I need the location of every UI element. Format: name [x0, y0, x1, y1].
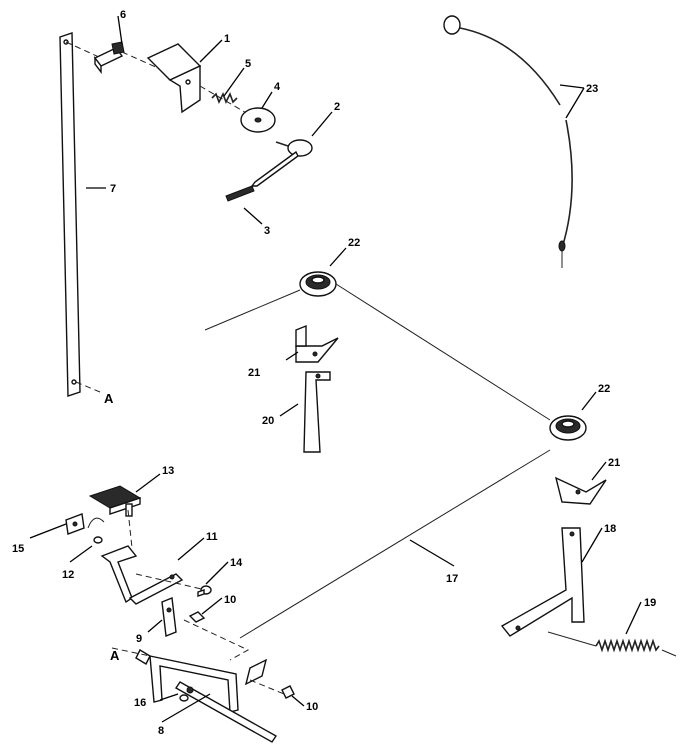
callout-14: 14: [230, 557, 243, 569]
part-14-bolt: [197, 585, 212, 597]
wire-left: [204, 289, 301, 331]
callout-12: 12: [62, 569, 74, 581]
callout-13: 13: [162, 465, 174, 477]
part-22-pulley-top: [299, 271, 337, 297]
callout-16: 16: [134, 697, 146, 709]
leader-lines: [29, 15, 642, 723]
alignment-dash-A-bottom: [111, 647, 151, 657]
callout-10-upper: 10: [224, 594, 236, 606]
wire-diagonal: [335, 283, 551, 421]
callout-15: 15: [12, 543, 24, 555]
part-19-spring: [547, 631, 677, 657]
alignment-dash-13-11: [127, 509, 133, 549]
part-2-knob-rod: [250, 139, 313, 187]
alignment-dash-9-8: [183, 619, 250, 661]
callout-1: 1: [224, 33, 230, 45]
part-8-base: [135, 649, 278, 743]
part-6-block: [93, 41, 125, 75]
callout-23: 23: [586, 83, 598, 95]
part-23-cable: [443, 15, 573, 268]
part-9-bracket: [161, 597, 177, 637]
alignment-dash-8-10: [249, 679, 285, 695]
alignment-dash-6-1: [121, 51, 159, 69]
callout-2: 2: [334, 101, 340, 113]
part-11-lever: [100, 545, 184, 605]
callout-21-top: 21: [248, 367, 260, 379]
callout-11: 11: [206, 531, 218, 543]
part-15-plate: [65, 513, 85, 535]
callout-9: 9: [136, 633, 142, 645]
part-21-bracket-bottom: [554, 476, 607, 505]
part-21-bracket-top: [295, 324, 339, 363]
callout-7: 7: [110, 183, 116, 195]
reference-A-bottom: A: [110, 648, 120, 663]
callout-20: 20: [262, 415, 274, 427]
callout-18: 18: [604, 523, 616, 535]
part-22-pulley-bottom: [549, 415, 587, 441]
callout-5: 5: [245, 58, 251, 70]
part-1-bracket: [146, 43, 202, 114]
alignment-dash-11-14: [135, 573, 207, 591]
callout-3: 3: [264, 225, 270, 237]
part-4-washer: [240, 107, 276, 133]
alignment-dash-A-top: [75, 381, 101, 393]
callout-22-top: 22: [348, 237, 360, 249]
callout-4: 4: [274, 81, 281, 93]
part-3-screw: [225, 185, 255, 202]
callout-10-lower: 10: [306, 701, 318, 713]
callout-22-bottom: 22: [598, 383, 610, 395]
callout-8: 8: [158, 725, 164, 737]
callout-19: 19: [644, 597, 656, 609]
part-10-nut-lower: [281, 685, 295, 699]
part-13-pedal: [88, 485, 142, 517]
part-17-rod: [239, 449, 551, 639]
part-20-bracket: [303, 371, 331, 453]
part-10-nut-upper: [188, 611, 206, 623]
part-16-screw: [179, 694, 189, 702]
callout-21-bottom: 21: [608, 457, 620, 469]
part-12-ring: [87, 517, 105, 544]
part-7-long-rod: [59, 32, 81, 397]
reference-A-top: A: [104, 391, 114, 406]
part-18-angle-bracket: [500, 527, 585, 637]
part-5-spring: [211, 92, 238, 104]
callout-17: 17: [446, 573, 458, 585]
callout-6: 6: [120, 9, 126, 21]
